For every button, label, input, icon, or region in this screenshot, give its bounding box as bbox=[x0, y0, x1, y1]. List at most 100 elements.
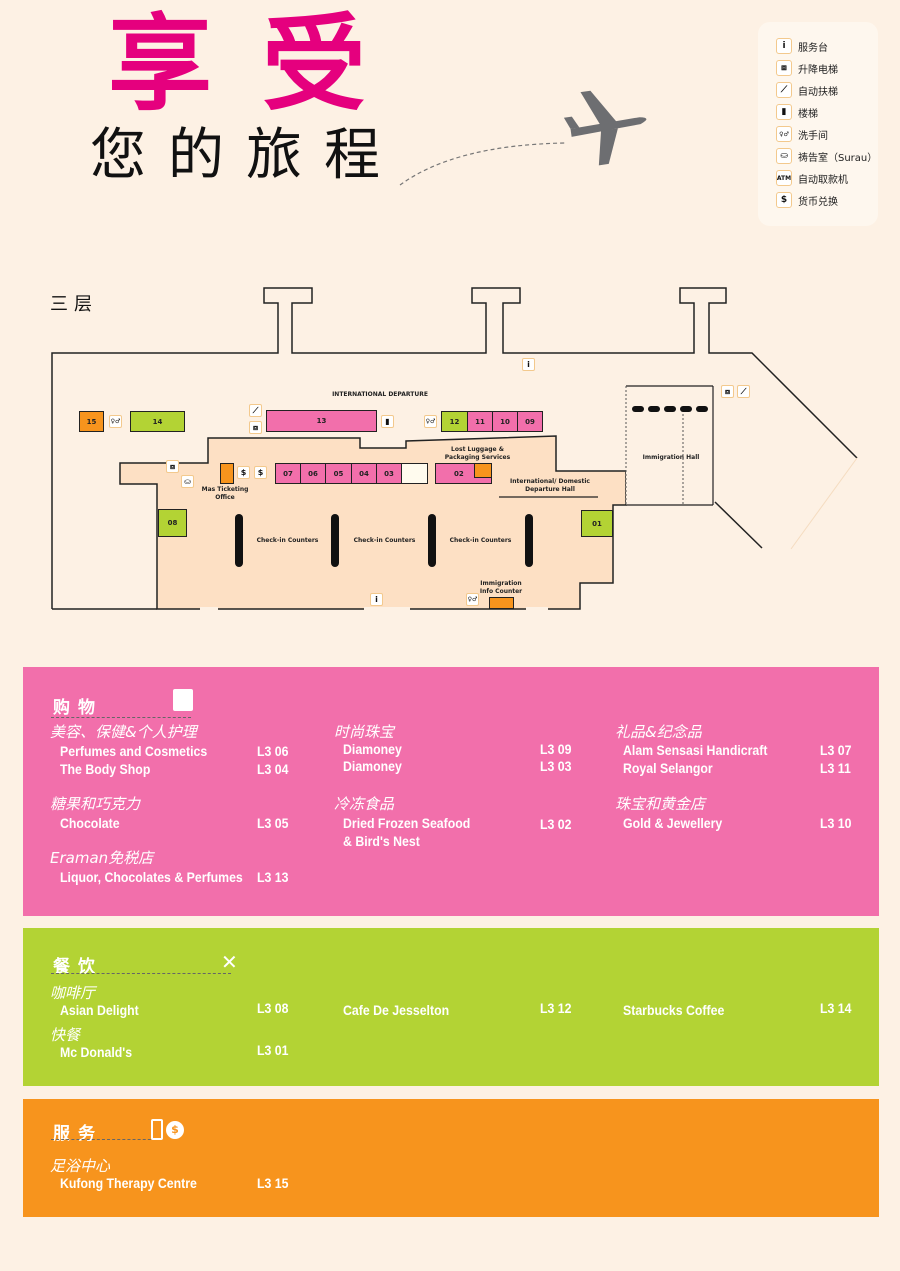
restaurant-name: Asian Delight bbox=[60, 1002, 139, 1018]
shop-15[interactable]: 15 bbox=[79, 411, 104, 432]
surau-icon: ⛀ bbox=[181, 475, 194, 488]
category-label: Eraman免税店 bbox=[50, 849, 154, 867]
legend-item: ♀♂洗手间 bbox=[776, 126, 828, 142]
packaging-services-unit[interactable] bbox=[474, 463, 492, 478]
shop-11[interactable]: 11 bbox=[467, 411, 493, 432]
money-exchange-icon: $ bbox=[237, 466, 250, 479]
title-main: 享受 bbox=[108, 3, 417, 125]
shop-05[interactable]: 05 bbox=[325, 463, 352, 484]
shop-14[interactable]: 14 bbox=[130, 411, 185, 432]
immigration-info-label: Immigration Info Counter bbox=[479, 580, 523, 595]
money-bag-icon: $ bbox=[166, 1121, 184, 1139]
legend-item: ⧈升降电梯 bbox=[776, 60, 838, 76]
immigration-info-counter[interactable] bbox=[489, 597, 514, 609]
service-code: L3 15 bbox=[257, 1175, 289, 1191]
shop-name: Gold & Jewellery bbox=[623, 815, 723, 831]
toilet-icon: ♀♂ bbox=[466, 593, 479, 606]
checkin-label: Check-in Counters bbox=[353, 537, 416, 544]
shop-12[interactable]: 12 bbox=[441, 411, 468, 432]
info-icon: i bbox=[522, 358, 535, 371]
legend-label: 服务台 bbox=[798, 42, 828, 54]
shop-code: L3 11 bbox=[820, 760, 851, 776]
restaurant-name: Cafe De Jesselton bbox=[343, 1002, 450, 1018]
category-label: 时尚珠宝 bbox=[334, 723, 395, 741]
elevator-icon: ⧈ bbox=[249, 421, 262, 434]
checkin-counter bbox=[235, 514, 243, 567]
category-label: 珠宝和黄金店 bbox=[615, 795, 706, 813]
category-label: 快餐 bbox=[50, 1026, 81, 1044]
mas-ticketing-label: Mas Ticketing Office bbox=[201, 486, 249, 501]
shop-name: & Bird's Nest bbox=[343, 833, 420, 849]
checkin-counter bbox=[525, 514, 533, 567]
escalator-icon: ⟋ bbox=[776, 82, 792, 98]
phone-icon bbox=[151, 1119, 163, 1140]
shop-code: L3 04 bbox=[257, 761, 289, 777]
stairs-icon: ▮ bbox=[381, 415, 394, 428]
checkin-label: Check-in Counters bbox=[449, 537, 512, 544]
restaurant-code: L3 01 bbox=[257, 1042, 289, 1058]
departure-hall-label: International/ Domestic Departure Hall bbox=[510, 478, 590, 493]
floor-plan-outline bbox=[51, 287, 858, 611]
dashed-line bbox=[51, 717, 191, 718]
category-label: 咖啡厅 bbox=[50, 984, 96, 1002]
shop-name: Chocolate bbox=[60, 815, 120, 831]
escalator-icon: ⟋ bbox=[249, 404, 262, 417]
category-label: 冷冻食品 bbox=[334, 795, 395, 813]
shop-09[interactable]: 09 bbox=[517, 411, 543, 432]
category-label: 足浴中心 bbox=[50, 1157, 111, 1175]
shop-code: L3 13 bbox=[257, 869, 289, 885]
elevator-icon: ⧈ bbox=[166, 460, 179, 473]
shop-code: L3 10 bbox=[820, 815, 852, 831]
elevator-icon: ⧈ bbox=[721, 385, 734, 398]
atm-icon: ATM bbox=[776, 170, 792, 186]
shop-code: L3 09 bbox=[540, 741, 572, 757]
legend-panel: i 服务台 ⧈升降电梯 ⟋自动扶梯 ▮ 楼梯 ♀♂洗手间 ⛀祷告室（Surau） A… bbox=[758, 22, 878, 226]
legend-item: i 服务台 bbox=[776, 38, 828, 54]
legend-item: ATM 自动取款机 bbox=[776, 170, 848, 186]
shop-name: Dried Frozen Seafood bbox=[343, 815, 471, 831]
legend-item: $货币兑换 bbox=[776, 192, 838, 208]
services-section: 服务 $ 足浴中心 Kufong Therapy Centre L3 15 bbox=[23, 1099, 879, 1217]
shop-13[interactable]: 13 bbox=[266, 410, 377, 432]
mas-ticketing-office[interactable] bbox=[220, 463, 234, 484]
shop-04[interactable]: 04 bbox=[351, 463, 377, 484]
shop-code: L3 03 bbox=[540, 758, 572, 774]
money-exchange-icon: $ bbox=[254, 466, 267, 479]
checkin-counter bbox=[428, 514, 436, 567]
toilet-icon: ♀♂ bbox=[776, 126, 792, 142]
shop-name: Alam Sensasi Handicraft bbox=[623, 742, 768, 758]
shop-08[interactable]: 08 bbox=[158, 509, 187, 537]
shop-01[interactable]: 01 bbox=[581, 510, 613, 537]
toilet-icon: ♀♂ bbox=[424, 415, 437, 428]
shop-06[interactable]: 06 bbox=[300, 463, 326, 484]
section-title: 餐饮 bbox=[53, 957, 103, 977]
shop-name: Perfumes and Cosmetics bbox=[60, 743, 208, 759]
info-icon: i bbox=[370, 593, 383, 606]
shop-name: Diamoney bbox=[343, 741, 402, 757]
dashed-line bbox=[51, 1139, 161, 1140]
checkin-counter bbox=[331, 514, 339, 567]
intl-departure-label: INTERNATIONAL DEPARTURE bbox=[332, 391, 428, 398]
legend-label: 自动取款机 bbox=[798, 174, 848, 186]
title-sub: 您的旅程 bbox=[90, 123, 402, 188]
legend-item: ⟋自动扶梯 bbox=[776, 82, 838, 98]
shop-10[interactable]: 10 bbox=[492, 411, 518, 432]
floor-label: 三层 bbox=[50, 294, 98, 315]
legend-item: ⛀祷告室（Surau） bbox=[776, 148, 877, 164]
airplane-icon bbox=[399, 90, 647, 186]
checkin-label: Check-in Counters bbox=[256, 537, 319, 544]
legend-label: 楼梯 bbox=[798, 108, 818, 120]
shop-07[interactable]: 07 bbox=[275, 463, 301, 484]
restaurant-code: L3 12 bbox=[540, 1000, 572, 1016]
shop-name: Royal Selangor bbox=[623, 760, 713, 776]
stairs-icon: ▮ bbox=[776, 104, 792, 120]
info-icon: i bbox=[776, 38, 792, 54]
restaurant-code: L3 08 bbox=[257, 1000, 289, 1016]
shop-name: Diamoney bbox=[343, 758, 402, 774]
shop-03[interactable]: 03 bbox=[376, 463, 402, 484]
shop-code: L3 05 bbox=[257, 815, 289, 831]
shop-code: L3 07 bbox=[820, 742, 852, 758]
shop-code: L3 02 bbox=[540, 816, 572, 832]
shop-name: Liquor, Chocolates & Perfumes bbox=[60, 869, 243, 885]
category-label: 礼品&纪念品 bbox=[615, 723, 702, 741]
